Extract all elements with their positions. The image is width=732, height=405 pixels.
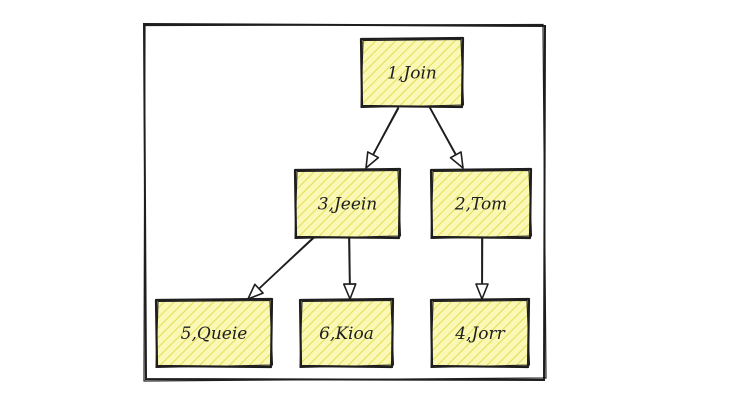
node-border-sketch bbox=[360, 38, 465, 109]
arrowhead-icon bbox=[247, 283, 264, 300]
edge-n3-to-n5 bbox=[247, 236, 316, 300]
diagram-frame bbox=[142, 22, 547, 382]
node-label: 5,Queie bbox=[181, 324, 248, 344]
node-label: 3,Jeein bbox=[318, 195, 378, 215]
edge-n3-to-n6 bbox=[342, 237, 357, 300]
node-label: 4,Jorr bbox=[454, 324, 505, 344]
tree-node: 3,Jeein bbox=[293, 167, 402, 240]
node-border-sketch bbox=[430, 299, 531, 369]
node-fill bbox=[301, 300, 392, 366]
node-fill bbox=[362, 39, 462, 106]
arrowhead-icon bbox=[342, 283, 357, 300]
node-border-sketch bbox=[299, 299, 395, 369]
edges bbox=[247, 107, 489, 300]
node-fill bbox=[432, 300, 528, 366]
node-fill bbox=[296, 170, 399, 237]
node-label: 6,Kioa bbox=[319, 324, 374, 344]
node-label: 1,Join bbox=[387, 64, 437, 84]
node-fill bbox=[432, 170, 530, 237]
tree-node: 4,Jorr bbox=[429, 297, 531, 369]
edge-n1-to-n3 bbox=[365, 107, 400, 169]
tree-node: 5,Queie bbox=[154, 297, 274, 369]
node-label: 2,Tom bbox=[454, 195, 508, 215]
arrowhead-icon bbox=[365, 151, 380, 169]
node-border-sketch bbox=[155, 299, 274, 369]
tree-node: 6,Kioa bbox=[298, 297, 395, 369]
tree-node: 1,Join bbox=[359, 36, 465, 109]
arrowhead-icon bbox=[475, 283, 489, 300]
arrowhead-icon bbox=[449, 151, 464, 169]
node-border-sketch bbox=[430, 169, 533, 240]
node-border-sketch bbox=[294, 169, 402, 240]
edge-n1-to-n2 bbox=[429, 107, 464, 169]
edge-n2-to-n4 bbox=[475, 237, 489, 300]
tree-node: 2,Tom bbox=[429, 167, 533, 240]
node-fill bbox=[157, 300, 271, 366]
nodes: 1,Join 3,Jeein 2,Tom 5,Queie 6,Kioa 4,Jorr bbox=[154, 36, 533, 369]
